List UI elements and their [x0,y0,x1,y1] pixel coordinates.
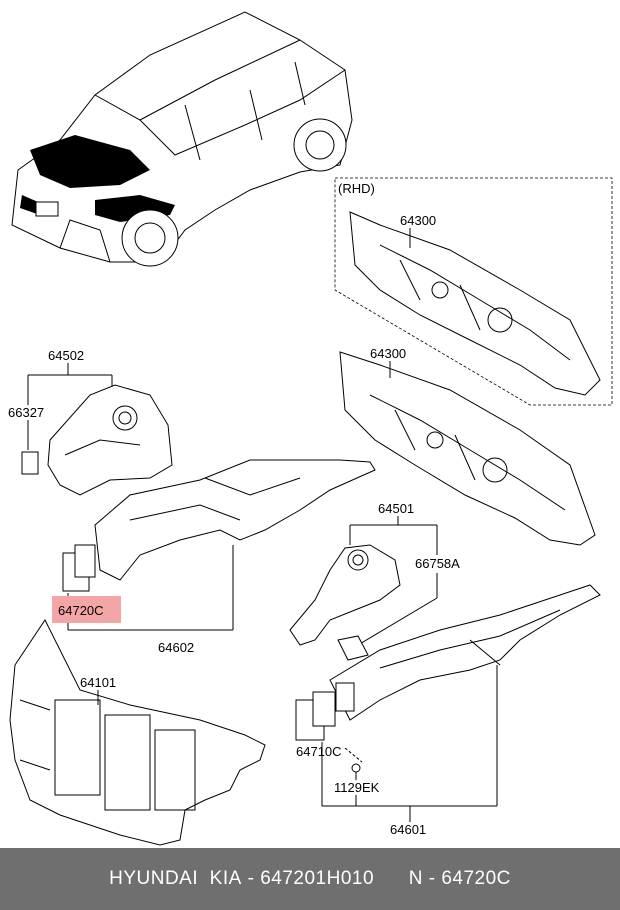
label-64720c: 64720C [58,603,104,618]
label-rhd: (RHD) [338,181,375,196]
label-64710c: 64710C [296,744,342,759]
parts-diagram: (RHD) 64300 64300 64502 66327 [8,11,613,846]
part-64101: 64101 [9,619,266,846]
label-64501: 64501 [378,501,414,516]
part-64502: 64502 66327 [8,348,173,496]
car-illustration [11,11,353,267]
label-64300: 64300 [370,346,406,361]
label-1129ek: 1129EK [334,780,380,795]
part-64602: 64602 [62,459,376,655]
label-64101: 64101 [80,675,116,690]
footer-ref: N - 64720C [408,868,511,889]
footer-bar: HYUNDAI KIA - 647201H010 N - 64720C [0,848,620,910]
label-66758a: 66758A [415,556,460,571]
footer-brand: HYUNDAI KIA [109,868,242,889]
label-64601: 64601 [390,822,426,837]
part-64300: 64300 [339,346,596,546]
part-64601: 64710C 1129EK 64601 [295,584,601,837]
label-66327: 66327 [8,405,44,420]
highlight-64720c: 64720C [52,596,121,623]
label-64602: 64602 [158,640,194,655]
label-64300-rhd: 64300 [400,213,436,228]
part-64300-rhd: 64300 [349,211,601,396]
rhd-box: (RHD) [334,177,613,406]
label-64502: 64502 [48,348,84,363]
footer-part-number: 647201H010 [260,868,375,889]
part-64501: 64501 66758A [289,501,460,661]
